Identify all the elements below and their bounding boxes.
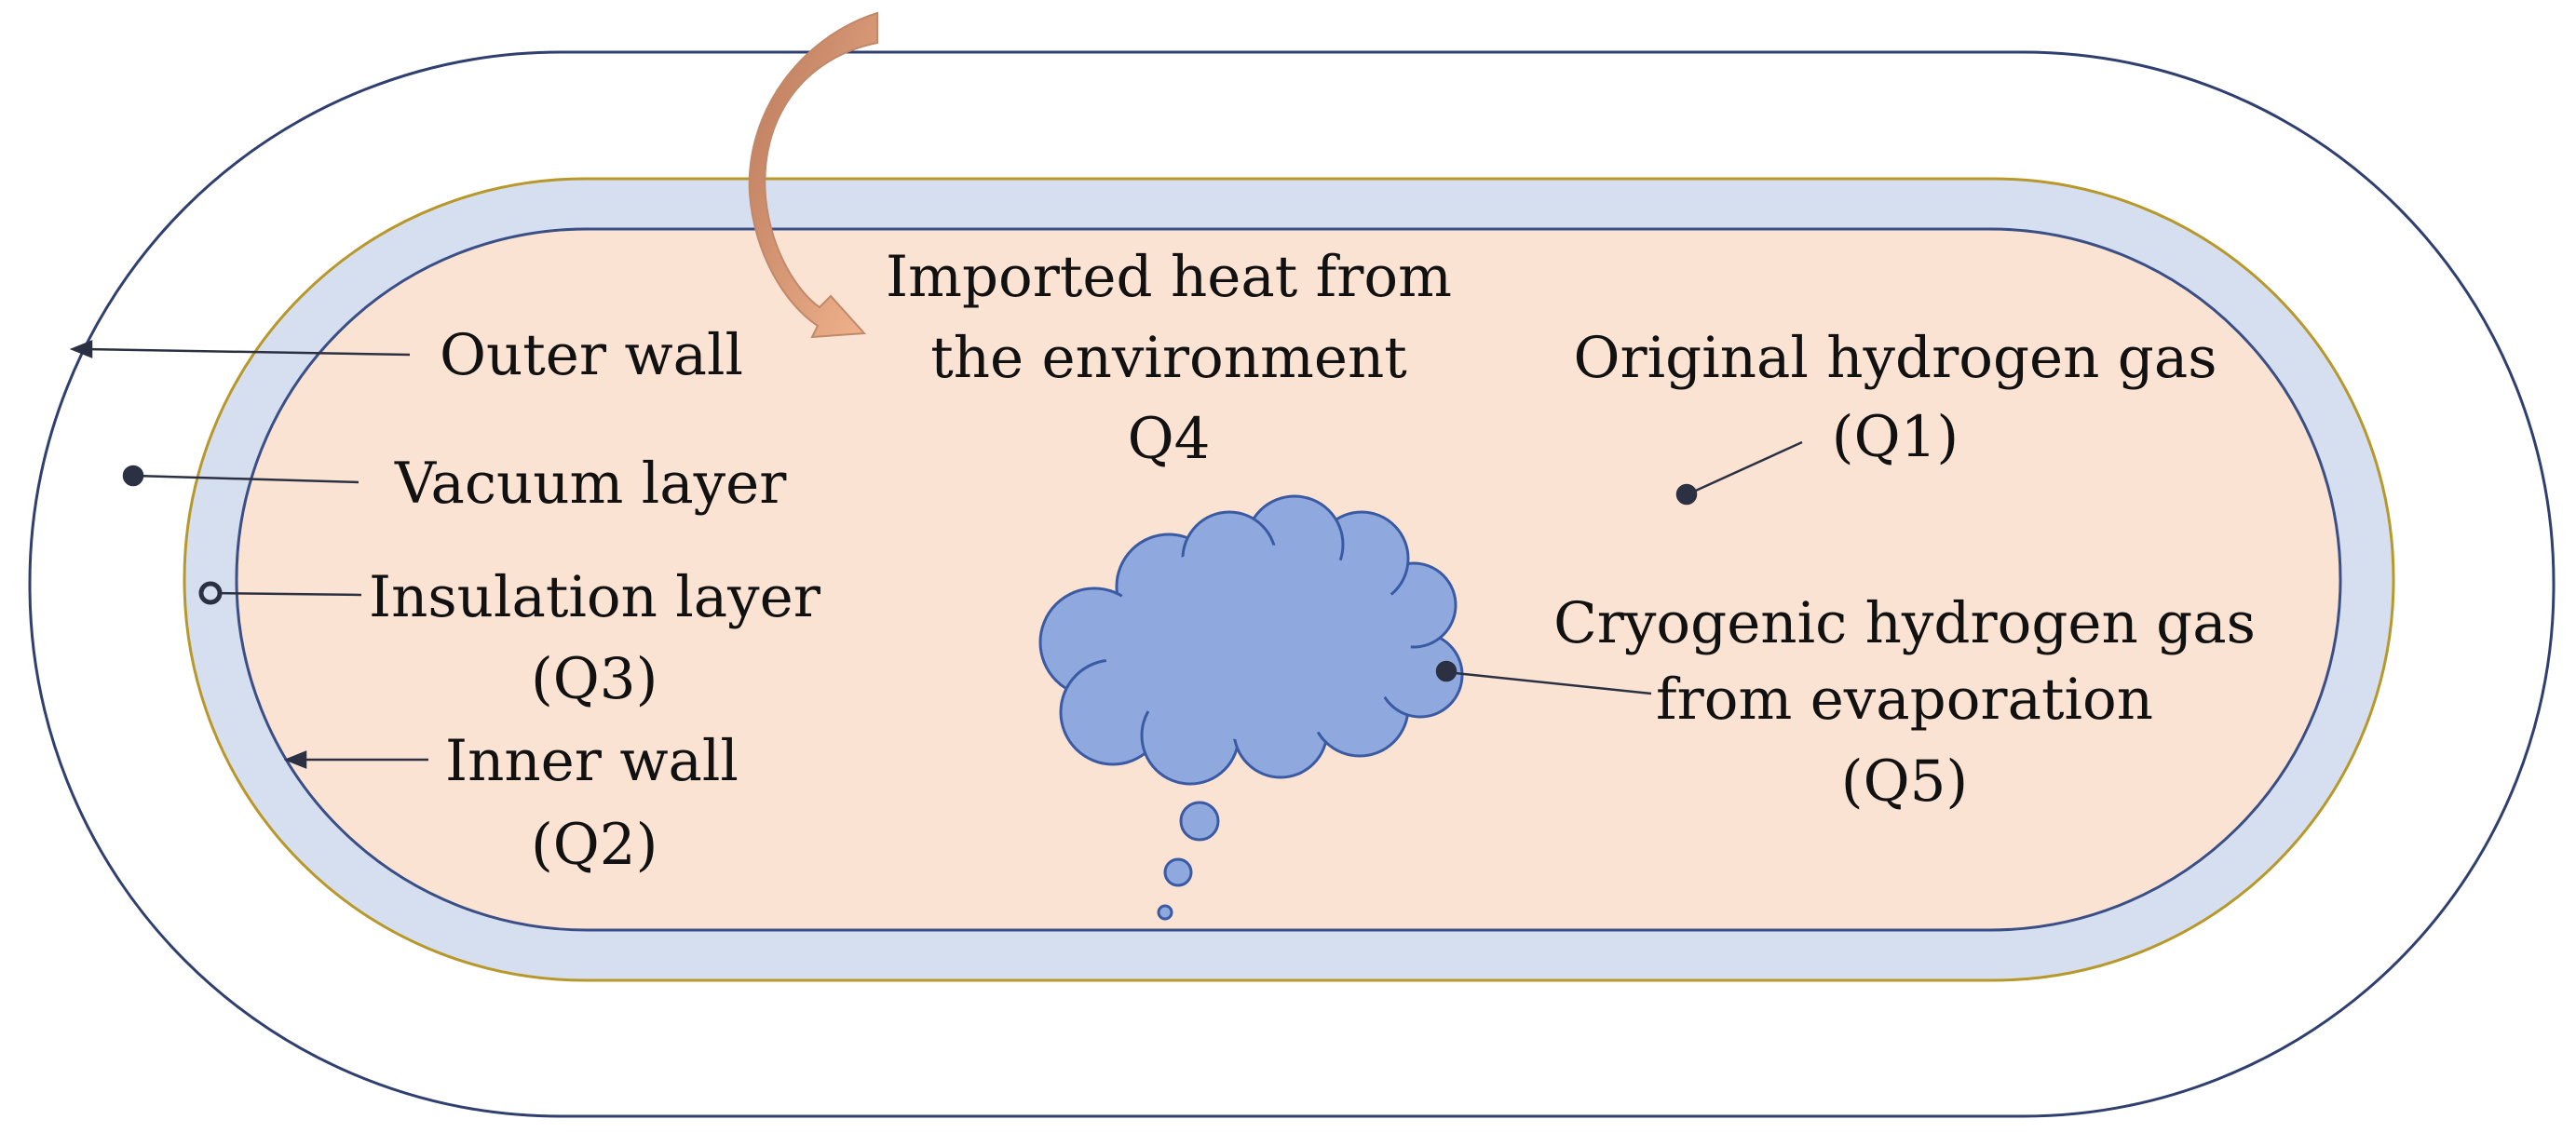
insulation-layer-pointer — [209, 591, 362, 597]
cryogenic-gas-dot — [1435, 660, 1457, 682]
inner-wall-arrowhead — [283, 750, 307, 769]
cryogenic-gas-label-line2: from evaporation — [1656, 667, 2153, 733]
inner-wall-q: (Q2) — [531, 812, 658, 878]
vacuum-layer-pointer — [134, 474, 359, 484]
insulation-layer-label: Insulation layer — [369, 564, 821, 630]
original-gas-dot — [1675, 483, 1698, 506]
insulation-layer-q: (Q3) — [531, 646, 658, 712]
outer-wall-arrowhead — [69, 340, 93, 358]
vacuum-layer-label: Vacuum layer — [394, 451, 787, 517]
outer-wall-label: Outer wall — [440, 322, 743, 388]
original-gas-label: Original hydrogen gas — [1573, 325, 2217, 391]
original-gas-pointer — [1687, 440, 1803, 496]
outer-wall-pointer — [83, 347, 411, 357]
imported-heat-q: Q4 — [1128, 406, 1211, 472]
insulation-layer-dot — [198, 581, 223, 605]
inner-wall-label: Inner wall — [445, 728, 739, 794]
cryogenic-gas-label-line1: Cryogenic hydrogen gas — [1553, 590, 2256, 656]
vacuum-layer-dot — [122, 465, 144, 487]
imported-heat-label-line1: Imported heat from — [886, 244, 1452, 310]
imported-heat-label-line2: the environment — [930, 325, 1407, 391]
original-gas-q: (Q1) — [1832, 404, 1959, 470]
evaporation-cloud-icon — [1038, 494, 1464, 786]
heat-arrow-icon — [748, 11, 878, 339]
cryogenic-gas-pointer — [1445, 670, 1652, 695]
cryogenic-gas-q: (Q5) — [1841, 749, 1968, 815]
thought-bubble-icon — [1157, 801, 1220, 921]
